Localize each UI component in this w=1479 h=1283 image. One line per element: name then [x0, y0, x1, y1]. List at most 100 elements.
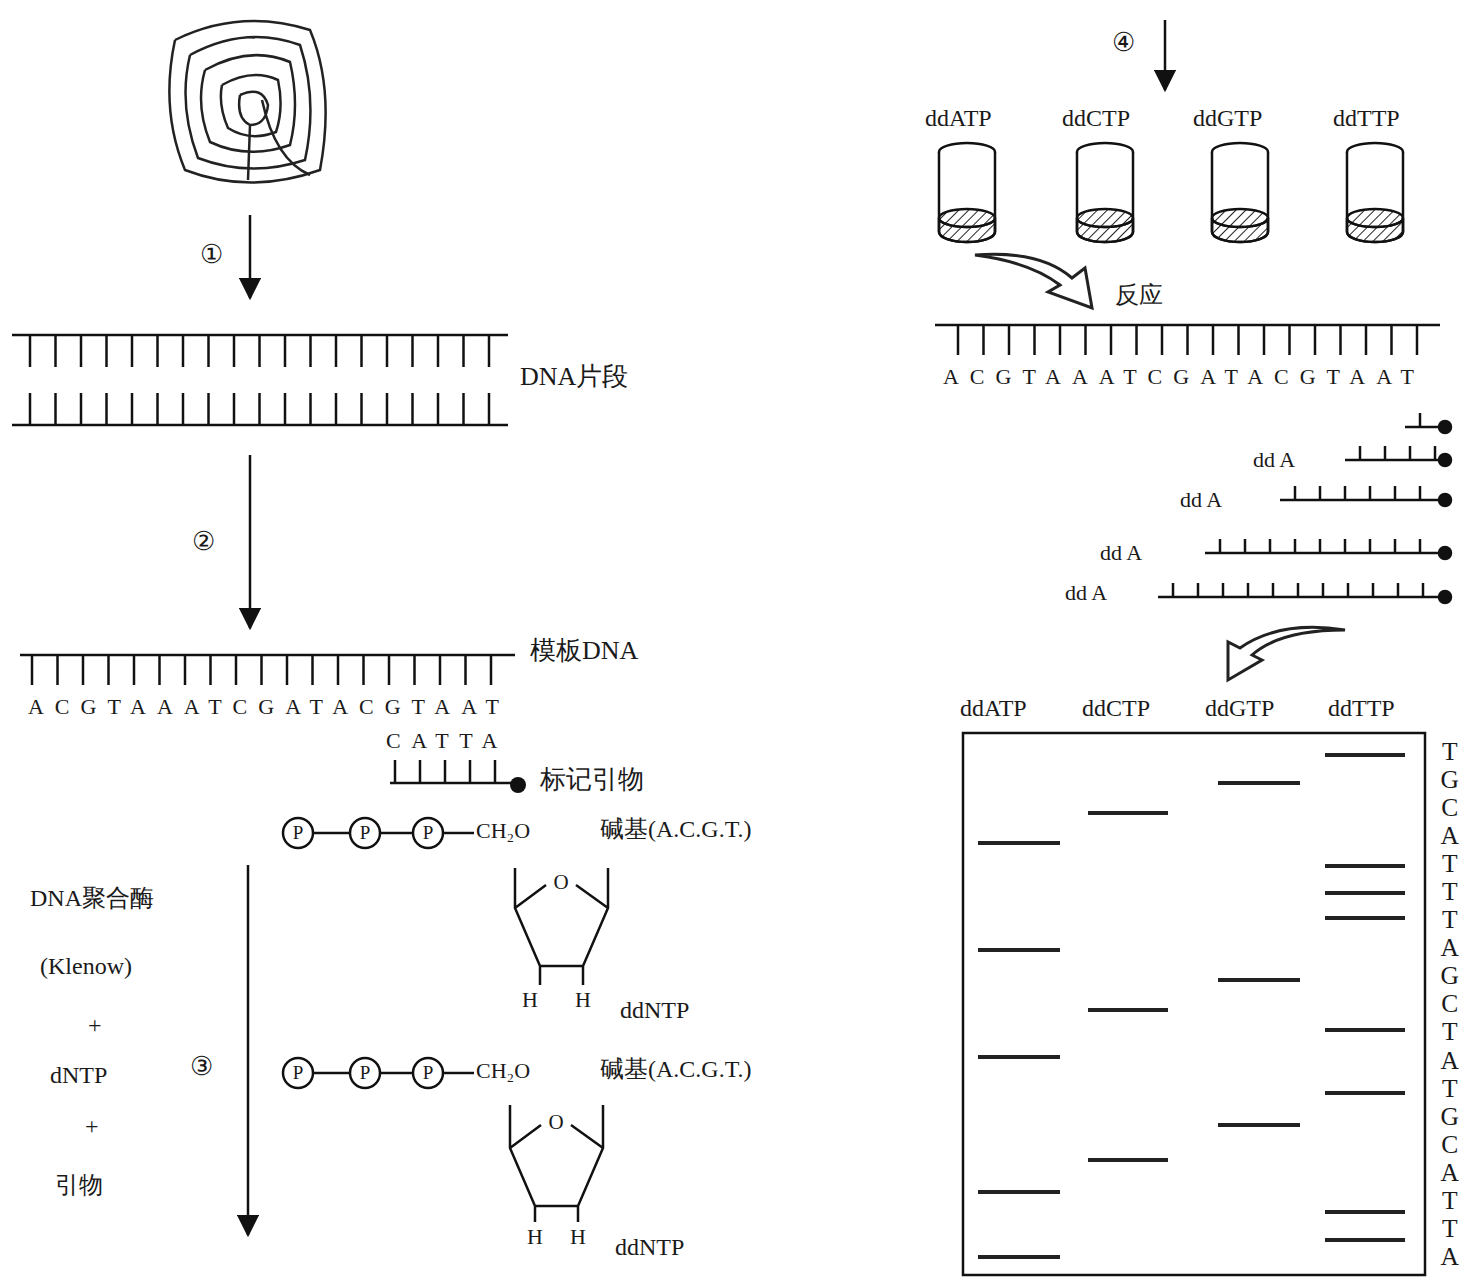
stroke — [1033, 325, 1036, 355]
stroke — [1369, 486, 1372, 500]
label: P — [293, 822, 304, 844]
stroke — [158, 655, 161, 685]
stroke — [1359, 446, 1362, 460]
stroke — [1269, 539, 1272, 553]
stroke — [1369, 539, 1372, 553]
stroke — [335, 393, 338, 425]
stroke — [469, 760, 472, 783]
stroke — [978, 841, 1060, 845]
stroke — [1339, 325, 1342, 355]
stroke — [1372, 583, 1375, 597]
stroke — [31, 655, 34, 685]
stroke — [260, 655, 263, 685]
stroke — [209, 655, 212, 685]
stroke — [1297, 583, 1300, 597]
stroke — [1319, 539, 1322, 553]
ddntp-structures — [283, 818, 608, 1222]
stroke — [1325, 1210, 1405, 1214]
stroke — [1325, 864, 1405, 868]
stroke — [184, 655, 187, 685]
stroke — [337, 655, 340, 685]
stroke — [978, 1055, 1060, 1059]
stroke — [1322, 583, 1325, 597]
stroke — [156, 393, 159, 425]
label: P — [423, 822, 434, 844]
label: O — [553, 870, 568, 894]
stroke — [411, 393, 414, 425]
stroke — [439, 655, 442, 685]
label: ddNTP — [615, 1234, 684, 1262]
stroke — [1294, 539, 1297, 553]
label: 模板DNA — [530, 636, 638, 666]
stroke — [1319, 486, 1322, 500]
label: ddATP — [925, 105, 992, 133]
stroke — [1218, 1123, 1300, 1127]
stroke — [1186, 325, 1189, 355]
stroke — [105, 335, 108, 367]
stroke — [286, 655, 289, 685]
stroke — [1219, 539, 1222, 553]
label: ddNTP — [620, 997, 689, 1025]
stroke — [233, 335, 236, 367]
label: H — [522, 987, 538, 1012]
label: ② — [192, 527, 215, 557]
stroke — [1344, 539, 1347, 553]
label: CATTA — [386, 728, 508, 753]
stroke — [258, 393, 261, 425]
stroke — [182, 335, 185, 367]
stroke — [1084, 325, 1087, 355]
label: ③ — [190, 1052, 213, 1082]
stroke — [362, 655, 365, 685]
label: (Klenow) — [40, 953, 132, 981]
stroke — [182, 393, 185, 425]
stroke — [388, 655, 391, 685]
stroke — [411, 335, 414, 367]
stroke — [309, 335, 312, 367]
label: CH₂O — [476, 818, 530, 843]
stroke — [1416, 325, 1419, 355]
stroke — [335, 335, 338, 367]
label: dd A — [1180, 487, 1222, 512]
stroke — [1237, 325, 1240, 355]
stroke — [1294, 486, 1297, 500]
label: 标记引物 — [540, 765, 644, 795]
stroke — [1135, 325, 1138, 355]
stroke — [1212, 325, 1215, 355]
sequence-column: TGCATTTAGCTATGCATTA — [1437, 738, 1463, 1271]
stroke — [488, 393, 491, 425]
stroke — [311, 655, 314, 685]
stroke — [413, 655, 416, 685]
stroke — [1422, 583, 1425, 597]
label: dd A — [1100, 540, 1142, 565]
label: ACGTAAATCGATACGTAAT — [943, 364, 1425, 389]
stroke — [1390, 325, 1393, 355]
stroke — [1394, 486, 1397, 500]
label: dd A — [1065, 580, 1107, 605]
label: dNTP — [50, 1062, 107, 1090]
stroke — [978, 948, 1060, 952]
stroke — [444, 760, 447, 783]
stroke — [1088, 811, 1168, 815]
stroke — [107, 655, 110, 685]
stroke — [1218, 978, 1300, 982]
stroke — [1263, 325, 1266, 355]
stroke — [309, 393, 312, 425]
stroke — [1419, 413, 1422, 427]
stroke — [56, 655, 59, 685]
label: P — [360, 1062, 371, 1084]
stroke — [207, 335, 210, 367]
stroke — [233, 393, 236, 425]
label: ddTTP — [1333, 105, 1400, 133]
label: ① — [200, 240, 223, 270]
stroke — [1419, 539, 1422, 553]
stroke — [394, 760, 397, 783]
stroke — [360, 393, 363, 425]
stroke — [1222, 583, 1225, 597]
label: + — [85, 1113, 99, 1141]
stroke — [1434, 446, 1437, 460]
stroke — [1205, 552, 1445, 555]
label: ddTTP — [1328, 695, 1395, 723]
stroke — [494, 760, 497, 783]
stroke — [54, 335, 57, 367]
stroke — [1088, 1158, 1168, 1162]
